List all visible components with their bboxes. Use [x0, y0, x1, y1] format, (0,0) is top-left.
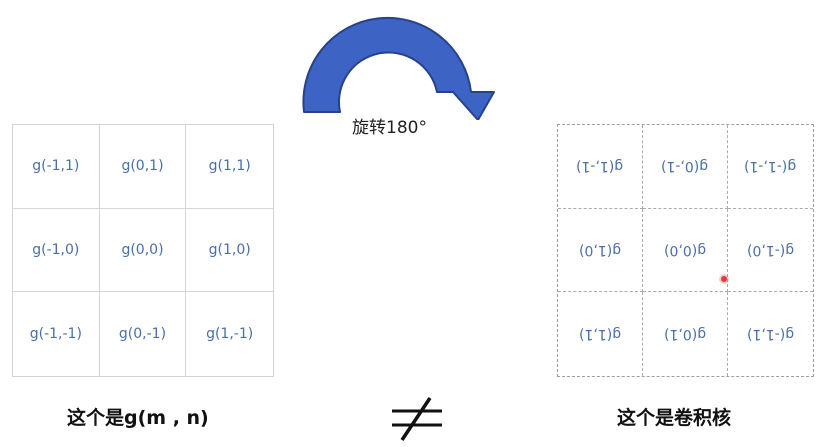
kernel-cell: g(1,1) [558, 292, 643, 376]
matrix-cell: g(-1,0) [13, 208, 100, 293]
not-equal-icon: ≠ [392, 397, 442, 441]
matrix-cell: g(-1,1) [13, 125, 100, 209]
kernel-cell: g(-1,1) [746, 326, 795, 343]
kernel-cell: g(1,0) [558, 208, 643, 293]
rotate-label: 旋转180° [352, 118, 427, 138]
caption-left: 这个是g(m , n) [67, 407, 209, 429]
kernel-cell: g(0,-1) [643, 125, 728, 209]
matrix-cell: g(0,-1) [100, 292, 187, 376]
pointer-marker [721, 276, 727, 282]
kernel-cell: g(1,-1) [558, 125, 643, 209]
matrix-cell: g(1,-1) [206, 326, 254, 343]
matrix-cell: g(1,1) [186, 125, 273, 209]
convolution-kernel-matrix: g(1,-1) g(0,-1) g(-1,-1) g(1,0) g(0,0) g… [557, 124, 814, 377]
kernel-cell: g(0,0) [643, 208, 728, 293]
matrix-g-mn: g(-1,1) g(0,1) g(1,1) g(-1,0) g(0,0) g(1… [12, 124, 274, 377]
kernel-cell: g(0,1) [643, 292, 728, 376]
matrix-cell: g(-1,-1) [13, 292, 100, 376]
kernel-cell: g(-1,-1) [728, 125, 813, 209]
matrix-cell: g(0,1) [99, 125, 187, 209]
rotate-arrow-icon [302, 16, 495, 120]
matrix-cell: g(1,0) [186, 209, 273, 293]
caption-right: 这个是卷积核 [617, 407, 732, 429]
matrix-cell: g(0,0) [99, 208, 187, 293]
kernel-cell: g(-1,0) [728, 209, 813, 293]
